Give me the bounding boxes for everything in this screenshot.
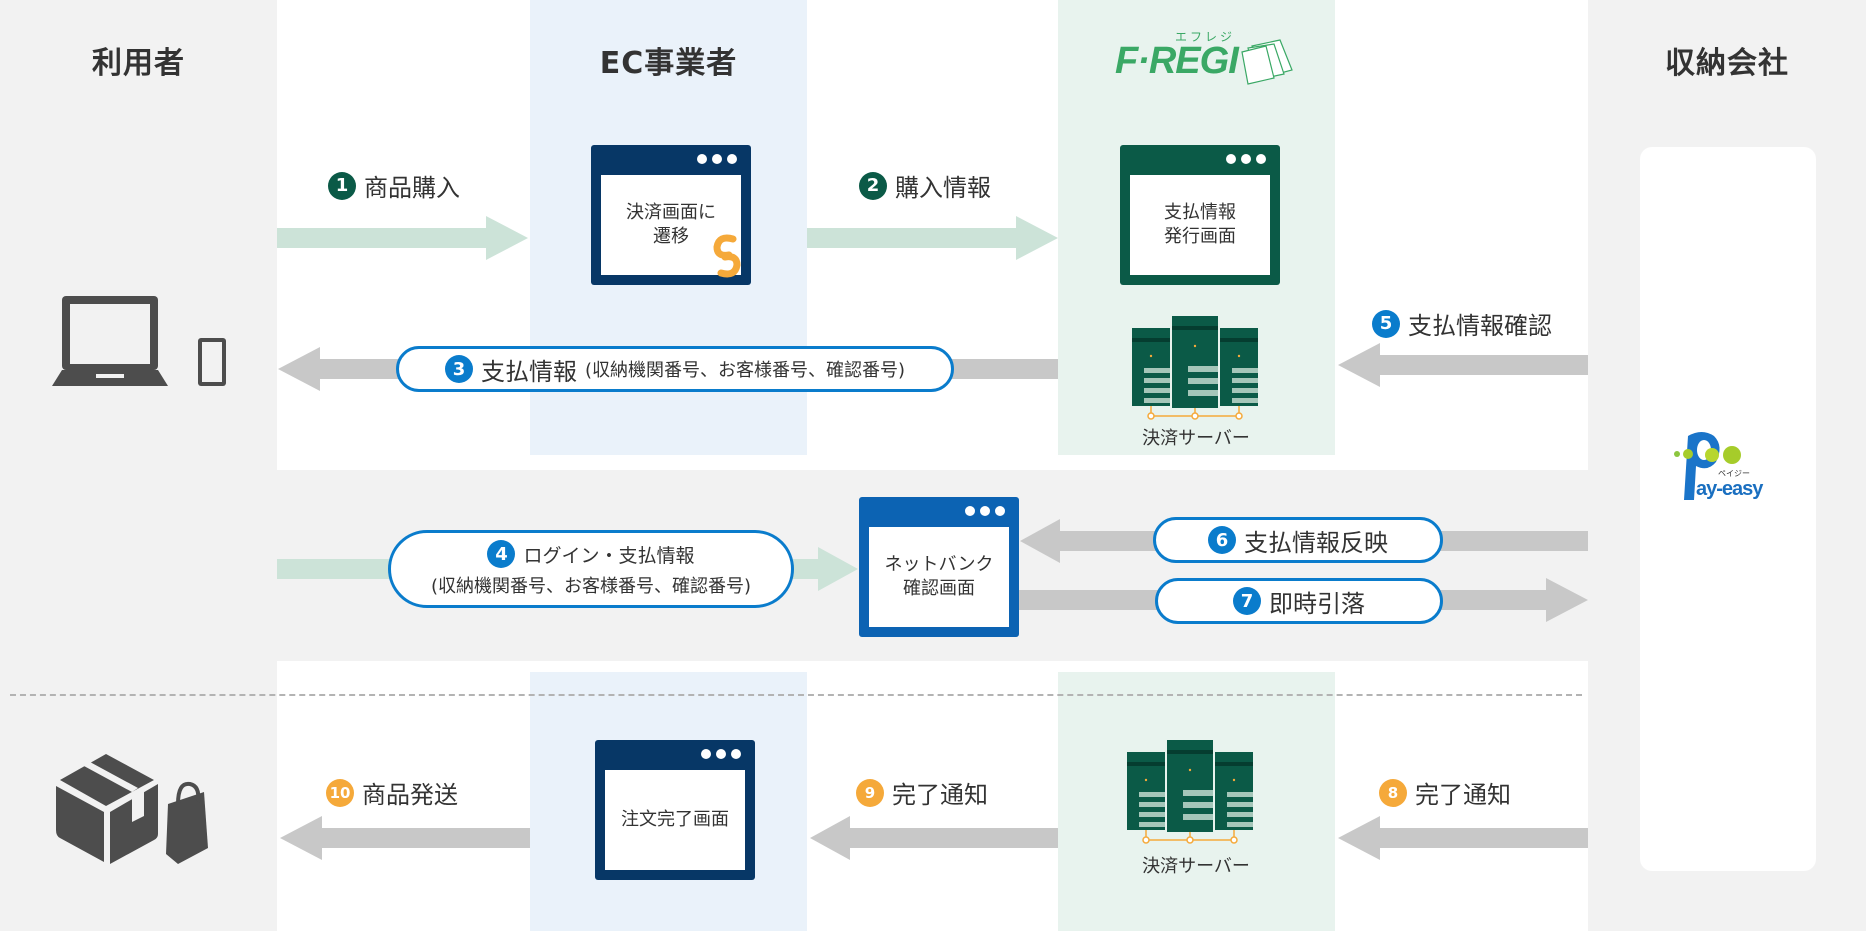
fregi-issue-window: 支払情報 発行画面 — [1120, 145, 1280, 285]
step-10-label: 商品発送 — [362, 781, 458, 809]
fregi-logo-kana: エフレジ — [1175, 30, 1236, 44]
step-4-pill: 4 ログイン・支払情報 (収納機関番号、お客様番号、確認番号) — [388, 530, 794, 608]
step-8: 8 完了通知 — [1379, 775, 1511, 810]
server-icon-top — [1132, 316, 1258, 420]
server-caption-bottom: 決済サーバー — [1142, 856, 1250, 877]
heading-collector: 収納会社 — [1665, 46, 1789, 81]
step-1-number: 1 — [328, 171, 356, 200]
payeasy-text: ay-easy — [1696, 478, 1763, 500]
step-4-sub: (収納機関番号、お客様番号、確認番号) — [430, 576, 752, 597]
package-bag-icon — [56, 754, 208, 864]
step-8-number: 8 — [1379, 778, 1407, 807]
heading-user: 利用者 — [92, 46, 185, 81]
step-5-number: 5 — [1372, 309, 1400, 338]
section-divider — [10, 694, 1582, 696]
payeasy-logo: ペイジー ay-easy — [1672, 428, 1792, 508]
netbank-screen: ネットバンク 確認画面 — [869, 527, 1009, 627]
arrow-9 — [810, 816, 1058, 860]
arrow-8 — [1338, 816, 1588, 860]
step-2-label: 購入情報 — [895, 174, 991, 202]
arrow-2 — [807, 216, 1058, 260]
window-dots-icon — [965, 506, 1005, 516]
netbank-label: ネットバンク 確認画面 — [884, 553, 994, 599]
ec-checkout-label: 決済画面に 遷移 — [626, 201, 716, 247]
step-2-number: 2 — [859, 171, 887, 200]
fregi-logo-text: F·REGI — [1115, 40, 1239, 82]
step-10-number: 10 — [326, 778, 354, 807]
window-dots-icon — [701, 749, 741, 759]
server-caption-top: 決済サーバー — [1142, 428, 1250, 449]
fregi-issue-label: 支払情報 発行画面 — [1164, 201, 1236, 247]
ec-checkout-window: 決済画面に 遷移 — [591, 145, 751, 285]
laptop-phone-icon — [52, 296, 226, 386]
step-1: 1 商品購入 — [328, 168, 460, 203]
window-dots-icon — [1226, 154, 1266, 164]
step-8-label: 完了通知 — [1415, 781, 1511, 809]
step-5-label: 支払情報確認 — [1408, 312, 1552, 340]
order-done-screen: 注文完了画面 — [605, 770, 745, 870]
window-dots-icon — [697, 154, 737, 164]
step-4-number: 4 — [487, 540, 516, 568]
step-7-pill: 7 即時引落 — [1155, 578, 1443, 624]
step-5: 5 支払情報確認 — [1372, 306, 1552, 341]
order-done-window: 注文完了画面 — [595, 740, 755, 880]
link-icon — [713, 234, 741, 278]
server-icon-bottom — [1127, 740, 1253, 844]
step-7-label: 即時引落 — [1269, 589, 1365, 618]
order-done-label: 注文完了画面 — [621, 808, 729, 830]
payeasy-mark-icon — [1674, 432, 1741, 500]
fregi-logo: エフレジ F·REGI — [1115, 28, 1295, 88]
step-10: 10 商品発送 — [326, 775, 458, 810]
heading-ec: EC事業者 — [599, 46, 738, 81]
step-3-label: 支払情報 — [480, 357, 577, 386]
step-3-number: 3 — [444, 355, 473, 383]
step-7-number: 7 — [1233, 587, 1261, 615]
step-6-number: 6 — [1208, 526, 1236, 554]
step-6-label: 支払情報反映 — [1244, 528, 1388, 557]
step-9: 9 完了通知 — [856, 775, 988, 810]
cards-icon — [1241, 39, 1293, 85]
arrow-1 — [277, 216, 528, 260]
step-2: 2 購入情報 — [859, 168, 991, 203]
fregi-issue-screen: 支払情報 発行画面 — [1130, 175, 1270, 275]
step-9-label: 完了通知 — [892, 781, 988, 809]
payeasy-card — [1640, 147, 1816, 871]
netbank-window: ネットバンク 確認画面 — [859, 497, 1019, 637]
arrow-5 — [1338, 343, 1588, 387]
step-1-label: 商品購入 — [364, 174, 460, 202]
step-4-title: 4 ログイン・支払情報 — [487, 540, 695, 568]
ec-checkout-screen: 決済画面に 遷移 — [601, 175, 741, 275]
step-9-number: 9 — [856, 778, 884, 807]
step-3-sub: (収納機関番号、お客様番号、確認番号) — [584, 360, 906, 381]
arrow-10 — [280, 816, 530, 860]
step-6-pill: 6 支払情報反映 — [1153, 517, 1443, 563]
step-4-label: ログイン・支払情報 — [523, 544, 695, 567]
step-3-pill: 3 支払情報 (収納機関番号、お客様番号、確認番号) — [396, 346, 954, 392]
payeasy-kana: ペイジー — [1718, 469, 1750, 478]
